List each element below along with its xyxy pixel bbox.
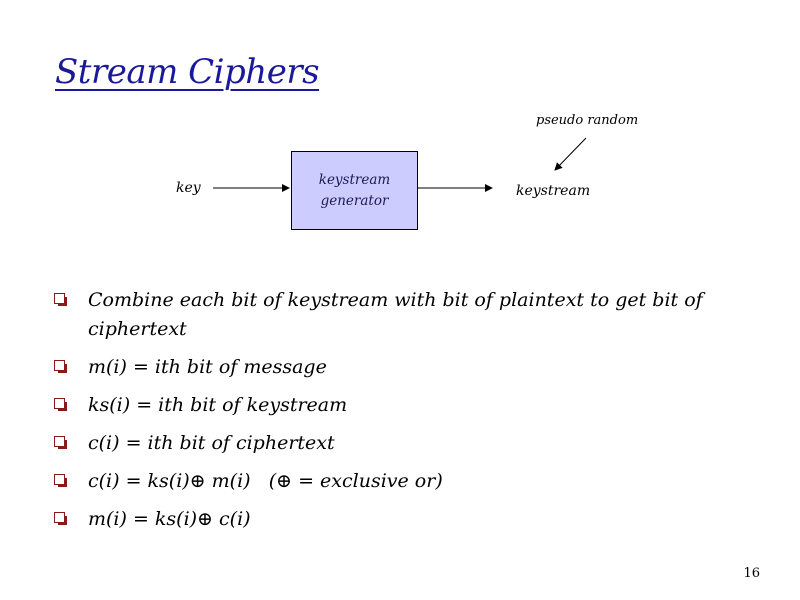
generator-label-line2: generator xyxy=(320,192,389,209)
pseudo-random-label: pseudo random xyxy=(536,113,639,128)
page-number: 16 xyxy=(743,566,760,581)
checkbox-square-icon xyxy=(54,360,67,373)
bullet-text: ks(i) = ith bit of keystream xyxy=(88,394,348,416)
checkbox-square-icon xyxy=(54,512,67,525)
pseudo-random-arrow xyxy=(554,137,587,171)
checkbox-square-icon xyxy=(54,293,67,306)
bullet-list: Combine each bit of keystream with bit o… xyxy=(52,286,752,543)
checkbox-square-icon xyxy=(54,474,67,487)
keystream-diagram: key keystream generator keystream pseudo… xyxy=(0,0,800,260)
list-item: m(i) = ith bit of message xyxy=(52,353,752,382)
list-item: ks(i) = ith bit of keystream xyxy=(52,391,752,420)
slide-title: Stream Ciphers xyxy=(55,52,320,92)
keystream-generator-box: keystream generator xyxy=(291,151,418,230)
list-item: c(i) = ks(i)⊕ m(i) (⊕ = exclusive or) xyxy=(52,467,752,496)
list-item: c(i) = ith bit of ciphertext xyxy=(52,429,752,458)
key-label: key xyxy=(176,180,201,196)
bullet-text: m(i) = ith bit of message xyxy=(88,356,327,378)
bullet-text: m(i) = ks(i)⊕ c(i) xyxy=(88,508,251,530)
keystream-output-label: keystream xyxy=(516,183,591,199)
bullet-text: c(i) = ks(i)⊕ m(i) (⊕ = exclusive or) xyxy=(88,470,443,492)
checkbox-square-icon xyxy=(54,398,67,411)
list-item: m(i) = ks(i)⊕ c(i) xyxy=(52,505,752,534)
diagram-arrows xyxy=(213,137,587,192)
checkbox-square-icon xyxy=(54,436,67,449)
generator-label-line1: keystream xyxy=(318,171,391,188)
bullet-text: c(i) = ith bit of ciphertext xyxy=(88,432,335,454)
bullet-text: Combine each bit of keystream with bit o… xyxy=(88,289,703,340)
list-item: Combine each bit of keystream with bit o… xyxy=(52,286,752,344)
